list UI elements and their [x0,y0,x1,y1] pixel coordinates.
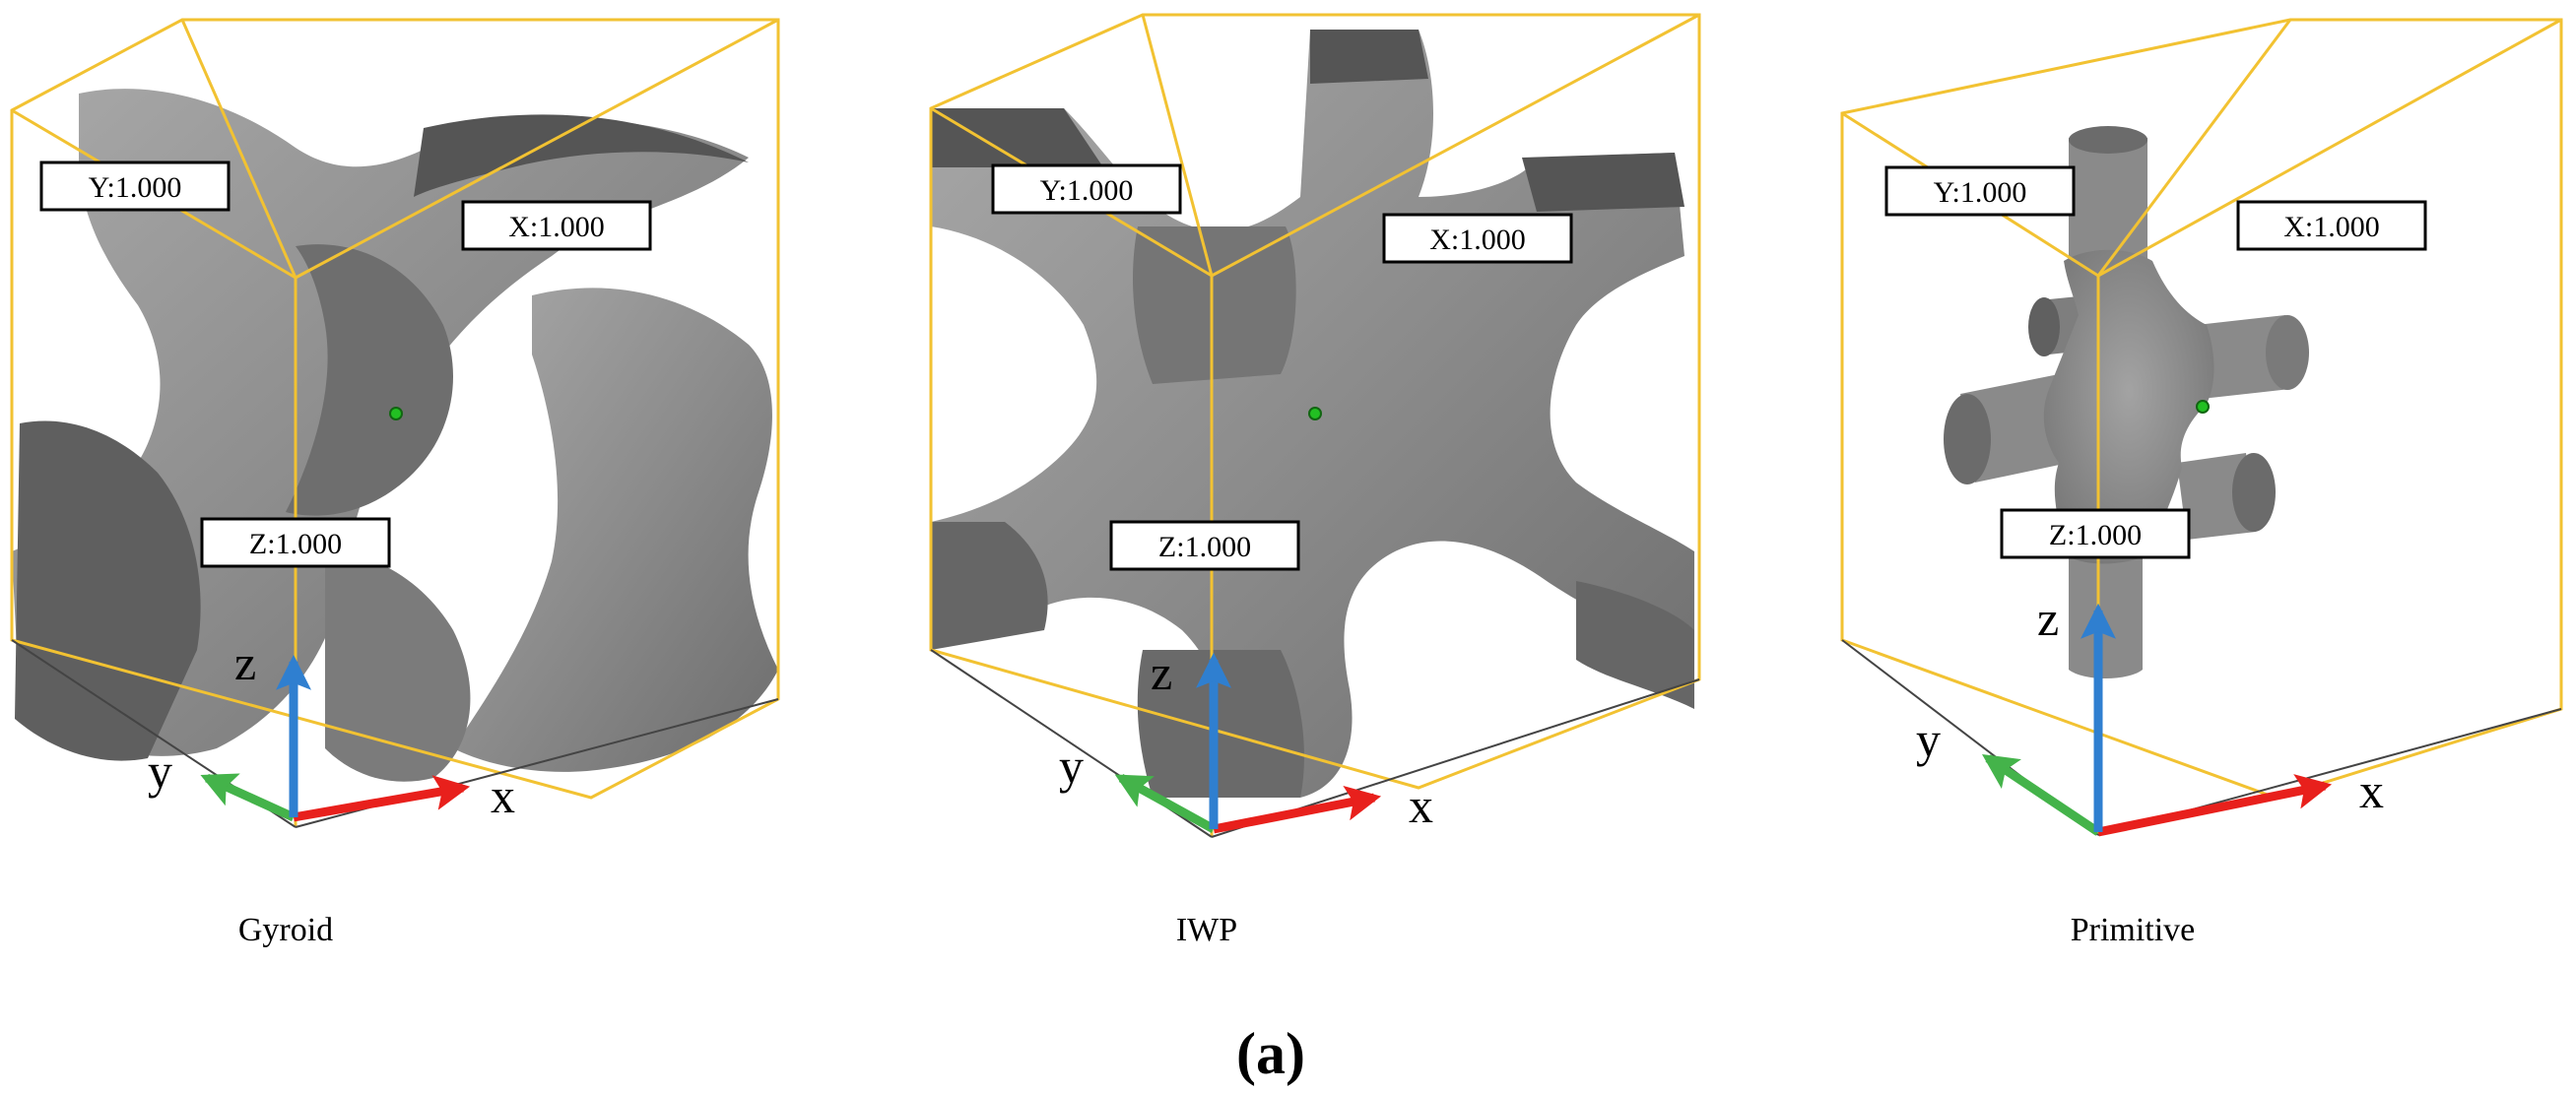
primitive-y-dimension: Y:1.000 [1884,165,2076,217]
gyroid-y-axis-label: y [148,743,172,799]
gyroid-z-dimension: Z:1.000 [200,517,391,568]
iwp-center-point [1308,407,1322,420]
svg-text:Z:1.000: Z:1.000 [1158,531,1251,563]
iwp-z-axis-label: z [1151,645,1172,700]
primitive-x-axis-arrow [2097,774,2333,837]
primitive-z-axis-label: z [2037,591,2059,646]
primitive-caption: Primitive [2071,912,2196,948]
iwp-z-dimension: Z:1.000 [1109,520,1300,571]
iwp-x-dimension: X:1.000 [1382,213,1573,264]
svg-text:X:1.000: X:1.000 [2283,211,2380,243]
primitive-x-axis-label: x [2359,763,2384,818]
iwp-y-axis-label: y [1059,739,1084,794]
svg-text:Z:1.000: Z:1.000 [249,528,342,560]
iwp-x-axis-arrow [1213,785,1382,834]
svg-text:Y:1.000: Y:1.000 [1934,176,2027,209]
panel-primitive: Y:1.000 X:1.000 Z:1.000 x y z Primitive [1840,18,2563,948]
gyroid-x-dimension: X:1.000 [461,200,652,251]
svg-text:Y:1.000: Y:1.000 [89,171,182,204]
panel-gyroid: Y:1.000 X:1.000 Z:1.000 x y z Gyroid [10,18,780,948]
primitive-center-point [2196,400,2210,414]
primitive-x-dimension: X:1.000 [2236,200,2427,251]
gyroid-axes-triad: x y z [148,635,515,823]
gyroid-caption: Gyroid [238,912,333,948]
primitive-surface [1944,126,2309,678]
primitive-z-dimension: Z:1.000 [2000,508,2191,559]
iwp-axes-triad: x y z [1059,645,1433,834]
gyroid-center-point [389,407,403,420]
iwp-y-axis-arrow [1114,774,1217,833]
gyroid-y-axis-arrow [200,773,296,822]
gyroid-x-axis-label: x [491,768,515,823]
primitive-y-axis-arrow [1982,753,2101,836]
primitive-y-axis-label: y [1916,712,1941,767]
svg-text:X:1.000: X:1.000 [508,211,605,243]
gyroid-x-axis-arrow [293,775,471,822]
iwp-y-dimension: Y:1.000 [991,163,1182,215]
svg-text:Y:1.000: Y:1.000 [1040,174,1134,207]
primitive-axes-triad: x y z [1916,591,2384,837]
panel-iwp: Y:1.000 X:1.000 Z:1.000 x y z IWP [929,13,1701,948]
iwp-x-axis-label: x [1409,778,1433,833]
gyroid-z-axis-label: z [234,635,256,690]
svg-text:X:1.000: X:1.000 [1429,224,1526,256]
figure-panel-label: (a) [1236,1021,1305,1086]
gyroid-surface [12,89,778,782]
gyroid-y-dimension: Y:1.000 [39,161,231,212]
primitive-hidden-edges [1841,639,2562,836]
svg-text:Z:1.000: Z:1.000 [2049,519,2142,551]
iwp-caption: IWP [1176,912,1237,948]
